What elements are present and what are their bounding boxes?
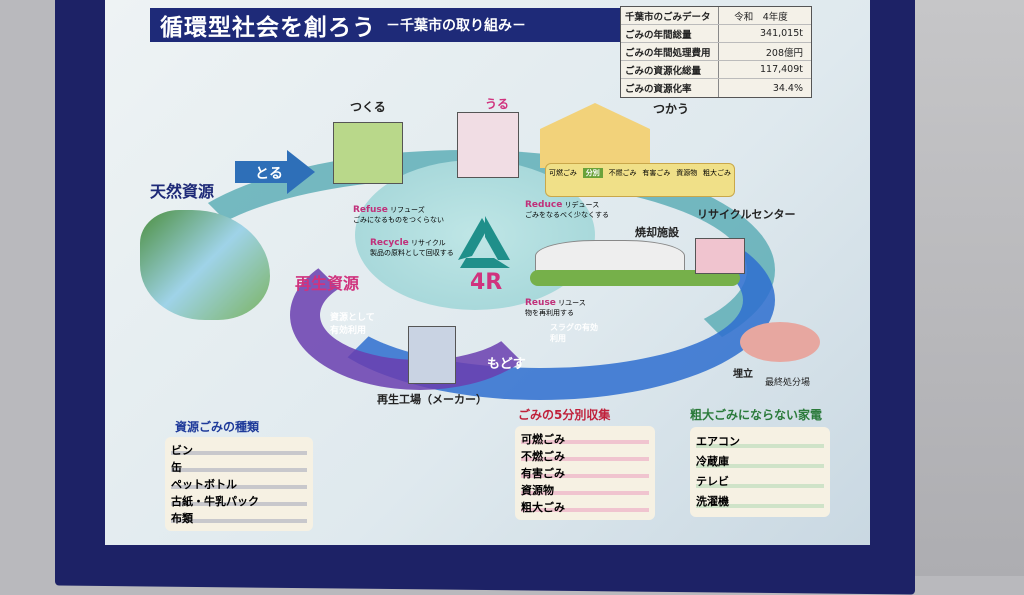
r-refuse: Refuse リフューズごみになるものをつくらない [353, 205, 449, 225]
landfill-illustration [740, 322, 820, 362]
list-item: 資源物 [521, 481, 649, 498]
list-item: テレビ [696, 471, 824, 491]
label-recycling-factory: 再生工場（メーカー） [377, 393, 487, 406]
list-item: 古紙・牛乳パック [171, 492, 307, 509]
label-recycle-center: リサイクルセンター [697, 208, 796, 221]
list-item: エアコン [696, 431, 824, 451]
item-label: 古紙・牛乳パック [171, 494, 259, 508]
recycle-icon [458, 216, 510, 268]
label-sell: うる [485, 97, 510, 111]
wall [900, 0, 1024, 576]
poster-title: 循環型社会を創ろう [160, 15, 376, 41]
list-item: 有害ごみ [521, 464, 649, 481]
label-recycled-resources: 再生資源 [295, 274, 360, 293]
resource-types-panel: ビン 缶 ペットボトル 古紙・牛乳パック 布類 [165, 437, 313, 531]
item-label: 缶 [171, 460, 182, 474]
list-item: 洗濯機 [696, 491, 824, 511]
resource-types-title: 資源ごみの種類 [175, 420, 260, 434]
greenery [530, 270, 740, 286]
r-en: Refuse [353, 205, 388, 215]
r-reuse: Reuse リユース物を再利用する [525, 298, 625, 318]
r-desc: 物を再利用する [525, 309, 574, 317]
table-header-val: 令和 4年度 [734, 11, 788, 23]
appliances-title: 粗大ごみにならない家電 [690, 408, 823, 422]
list-item: ビン [171, 441, 307, 458]
label-make: つくる [350, 100, 386, 114]
item-label: 不燃ごみ [521, 449, 565, 463]
table-key: ごみの資源化率 [621, 79, 719, 97]
title-bar: 循環型社会を創ろう －千葉市の取り組み－ [150, 8, 620, 42]
factory-illustration [333, 122, 403, 184]
label-incinerator: 焼却施設 [635, 226, 679, 239]
house-illustration [540, 103, 650, 168]
item-label: ビン [171, 443, 193, 457]
list-item: 布類 [171, 509, 307, 526]
r-desc: ごみになるものをつくらない [353, 216, 444, 224]
recycle-center-illustration [695, 238, 745, 274]
poster-subtitle: －千葉市の取り組み－ [386, 18, 526, 34]
sorting-panel: 可燃ごみ 分別 不燃ごみ 有害ごみ 資源物 粗大ごみ [545, 163, 735, 197]
five-sort-panel: 可燃ごみ 不燃ごみ 有害ごみ 資源物 粗大ごみ [515, 426, 655, 520]
garbage-data-table: 千葉市のごみデータ 令和 4年度 ごみの年間総量 341,015t ごみの年間処理費… [620, 6, 812, 98]
r-en: Reuse [525, 298, 556, 308]
list-item: 缶 [171, 458, 307, 475]
item-label: 資源物 [521, 483, 554, 497]
item-label: エアコン [696, 435, 740, 448]
sort-item: 粗大ごみ [703, 169, 732, 177]
list-item: 粗大ごみ [521, 498, 649, 515]
four-r-title: 4R [470, 270, 503, 295]
table-key: ごみの年間処理費用 [621, 43, 719, 60]
label-slag: スラグの有効利用 [550, 323, 598, 343]
five-sort-title: ごみの5分別収集 [518, 408, 611, 422]
label-effective-use: 資源として有効利用 [330, 313, 375, 336]
sort-badge: 分別 [582, 168, 603, 178]
label-final-disposal: 最終処分場 [765, 378, 811, 388]
r-en: Recycle [370, 238, 409, 248]
sort-item: 可燃ごみ [548, 169, 577, 177]
list-item: 可燃ごみ [521, 430, 649, 447]
item-label: 布類 [171, 511, 193, 525]
poster: 循環型社会を創ろう －千葉市の取り組み－ 千葉市のごみデータ 令和 4年度 ごみの… [105, 0, 870, 545]
recycling-factory-illustration [408, 326, 456, 384]
label-landfill: 埋立 [733, 369, 753, 380]
sort-item: 有害ごみ [642, 169, 671, 177]
r-ja: リフューズ [390, 206, 425, 214]
sort-item: 不燃ごみ [608, 169, 637, 177]
table-key: ごみの年間総量 [621, 25, 719, 42]
item-label: 可燃ごみ [521, 432, 565, 446]
table-value: 34.4% [772, 82, 803, 94]
r-en: Reduce [525, 200, 563, 210]
list-item: 冷蔵庫 [696, 451, 824, 471]
label-return: もどす [487, 357, 526, 372]
item-label: 洗濯機 [696, 495, 729, 508]
r-ja: リサイクル [411, 239, 446, 247]
r-reduce: Reduce リデュースごみをなるべく少なくする [525, 200, 625, 220]
r-recycle: Recycle リサイクル製品の原料として回収する [370, 238, 460, 258]
item-label: ペットボトル [171, 477, 237, 491]
label-natural-resources: 天然資源 [150, 182, 215, 201]
sort-item: 資源物 [676, 169, 698, 177]
r-ja: リユース [558, 299, 586, 307]
r-ja: リデュース [564, 201, 600, 209]
r-desc: ごみをなるべく少なくする [525, 211, 609, 219]
label-take: とる [255, 166, 283, 182]
r-desc: 製品の原料として回収する [370, 249, 454, 257]
item-label: 粗大ごみ [521, 500, 565, 514]
appliances-panel: エアコン 冷蔵庫 テレビ 洗濯機 [690, 427, 830, 517]
table-value: 208億円 [765, 47, 803, 59]
table-value: 341,015t [759, 28, 803, 39]
table-header-key: 千葉市のごみデータ [621, 7, 719, 24]
store-illustration [457, 112, 519, 178]
item-label: 有害ごみ [521, 466, 565, 480]
label-use: つかう [653, 102, 690, 116]
list-item: ペットボトル [171, 475, 307, 492]
list-item: 不燃ごみ [521, 447, 649, 464]
table-key: ごみの資源化総量 [621, 61, 719, 78]
item-label: テレビ [696, 475, 729, 488]
table-value: 117,409t [759, 64, 803, 75]
item-label: 冷蔵庫 [696, 455, 729, 468]
